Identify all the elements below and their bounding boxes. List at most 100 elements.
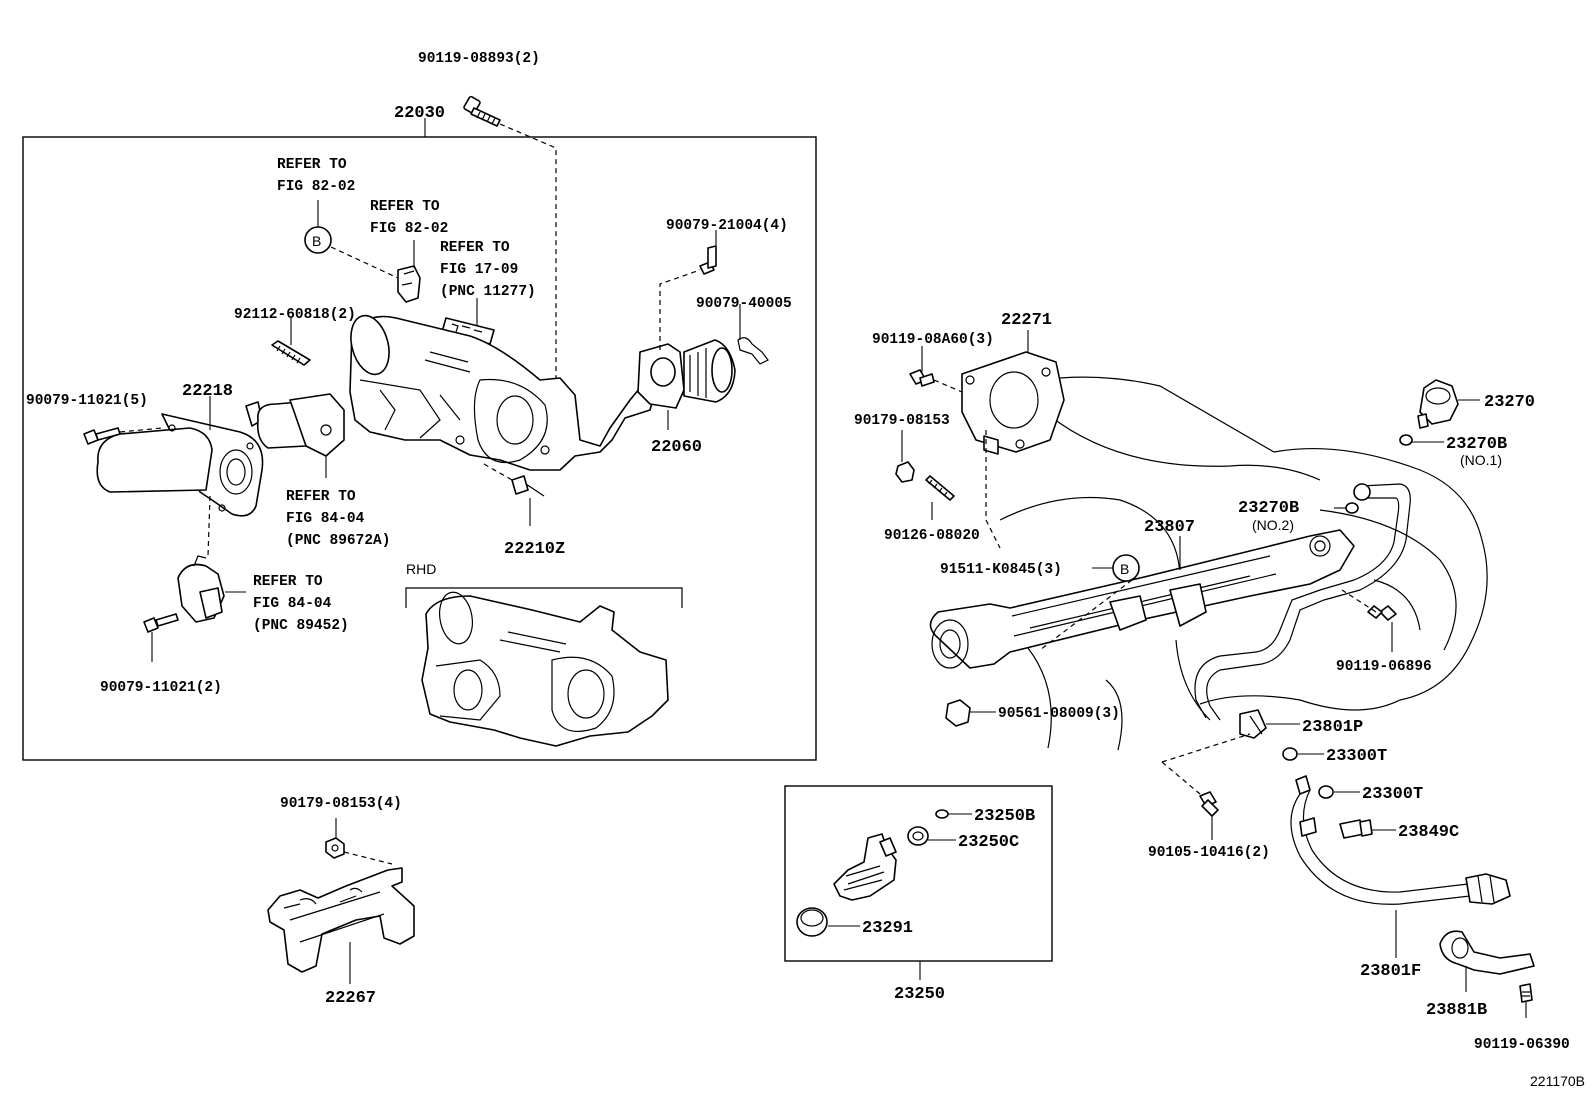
label-idle-valve: 22060 <box>651 438 702 457</box>
label-bolt-top: 90119-08893(2) <box>418 51 540 67</box>
gasket-plate-22271-icon <box>961 351 1065 455</box>
sensor-22210z-icon <box>511 475 545 497</box>
label-refer-tps-1: REFER TO <box>253 574 323 590</box>
injector-icon <box>833 833 897 901</box>
label-refer-clip-1: REFER TO <box>370 199 440 215</box>
label-bolt-a60: 90119-08A60(3) <box>872 332 994 348</box>
label-sensor-small: 22210Z <box>504 540 565 559</box>
throttle-position-sensor-icon <box>177 555 225 623</box>
label-oring-b: 23250B <box>974 807 1035 826</box>
pulsation-damper-23270-icon <box>1417 379 1459 429</box>
bolt-90119-08893-icon <box>463 95 501 127</box>
label-refer-tps-2: FIG 84-04 <box>253 596 332 612</box>
fuel-delivery-pipe-23807-icon <box>929 529 1355 669</box>
label-insulator: 90561-08009(3) <box>998 706 1120 722</box>
label-damper: 23270 <box>1484 393 1535 412</box>
label-delivery-pipe: 23807 <box>1144 518 1195 537</box>
gasket-23300t-2-icon <box>1318 785 1334 799</box>
air-intake-elbow-22218-icon <box>96 413 264 517</box>
label-refer-b-1: REFER TO <box>277 157 347 173</box>
fuel-hose-23801f-icon <box>1290 775 1511 905</box>
clip-icon <box>397 265 421 303</box>
label-no2: (NO.2) <box>1252 517 1294 533</box>
label-gasket-plate: 22271 <box>1001 311 1052 330</box>
label-refer-label-2: FIG 17-09 <box>440 262 518 278</box>
label-screw-2: 90079-11021(2) <box>100 680 222 696</box>
label-spring: 90079-40005 <box>696 296 792 312</box>
label-stud: 92112-60818(2) <box>234 307 356 323</box>
bolt-90119-08a60-icon <box>909 369 935 387</box>
nut-90179-08153-4-icon <box>325 837 345 859</box>
label-refer-label-3: (PNC 11277) <box>440 284 536 300</box>
water-by-pass-pipe-icon <box>245 393 345 457</box>
bolt-90119-06896-icon <box>1367 605 1397 621</box>
label-gasket-t2: 23300T <box>1362 785 1423 804</box>
bolt-90119-06390-icon <box>1519 983 1533 1003</box>
bolt-90105-10416-icon <box>1199 791 1219 817</box>
fuel-return-pipe-icon <box>1194 483 1411 721</box>
label-gasket-b2: 23270B <box>1238 499 1299 518</box>
intake-manifold-outline <box>999 376 1488 751</box>
ref-b-circle-icon: B <box>304 226 332 254</box>
label-gasket-t1: 23300T <box>1326 747 1387 766</box>
idle-valve-22060-icon <box>637 339 736 409</box>
o-ring-23250c-icon <box>907 826 929 846</box>
clip-23801p-icon <box>1239 709 1267 739</box>
label-elbow: 22218 <box>182 382 233 401</box>
label-refer-sensor-2: FIG 84-04 <box>286 511 365 527</box>
label-bolt-10416: 90105-10416(2) <box>1148 845 1270 861</box>
label-refer-sensor-3: (PNC 89672A) <box>286 533 390 549</box>
label-refer-sensor-1: REFER TO <box>286 489 356 505</box>
nut-90179-08153-icon <box>895 461 915 483</box>
label-oring-c: 23250C <box>958 833 1019 852</box>
diagram-id: 221170B <box>1530 1073 1585 1089</box>
label-nut-4: 90179-08153(4) <box>280 796 402 812</box>
label-throttle-body-assy: 22030 <box>394 104 445 123</box>
label-refer-clip-2: FIG 82-02 <box>370 221 448 237</box>
screw-90079-11021-5-icon <box>83 427 121 445</box>
gasket-23300t-1-icon <box>1282 747 1298 761</box>
label-rhd: RHD <box>406 561 436 577</box>
throttle-body-rhd-icon <box>421 591 669 747</box>
screw-90079-21004-icon <box>699 245 717 275</box>
label-clip-p: 23801P <box>1302 718 1363 737</box>
spring-90079-40005-icon <box>737 337 769 365</box>
svg-text:B: B <box>312 233 321 249</box>
label-refer-b-2: FIG 82-02 <box>277 179 355 195</box>
o-ring-23250b-icon <box>935 809 949 819</box>
label-hose-clamp: 23881B <box>1426 1001 1487 1020</box>
stud-92112-icon <box>271 340 311 366</box>
insulator-90561-icon <box>945 699 971 727</box>
label-refer-label-1: REFER TO <box>440 240 510 256</box>
label-screw-5: 90079-11021(5) <box>26 393 148 409</box>
label-bracket: 22267 <box>325 989 376 1008</box>
union-bolt-23849c-icon <box>1339 819 1373 839</box>
label-screw-4: 90079-21004(4) <box>666 218 788 234</box>
label-injector-set: 23250 <box>894 985 945 1004</box>
stud-90126-08020-icon <box>925 475 955 501</box>
label-bolt-06896: 90119-06896 <box>1336 659 1432 675</box>
bracket-22267-icon <box>267 867 415 973</box>
label-bolt-06390: 90119-06390 <box>1474 1037 1570 1053</box>
label-insulator-cap: 23291 <box>862 919 913 938</box>
svg-text:B: B <box>1120 561 1129 577</box>
ref-b-circle-right-icon: B <box>1112 554 1140 582</box>
label-no1: (NO.1) <box>1460 452 1502 468</box>
label-refer-tps-3: (PNC 89452) <box>253 618 349 634</box>
rhd-bracket <box>405 587 683 608</box>
label-union-bolt: 23849C <box>1398 823 1459 842</box>
hose-clamp-23881b-icon <box>1439 930 1535 975</box>
gasket-23270b-no1-icon <box>1399 434 1413 446</box>
gasket-23270b-no2-icon <box>1345 502 1359 514</box>
label-gasket-b1: 23270B <box>1446 435 1507 454</box>
label-fuel-hose: 23801F <box>1360 962 1421 981</box>
throttle-body-icon <box>349 314 656 471</box>
injector-set-frame <box>784 785 1053 962</box>
insulator-23291-icon <box>796 907 828 937</box>
label-bolt-b: 91511-K0845(3) <box>940 562 1062 578</box>
throttle-body-group-frame <box>22 136 817 761</box>
label-nut-plain: 90179-08153 <box>854 413 950 429</box>
screw-90079-11021-2-icon <box>143 613 179 633</box>
